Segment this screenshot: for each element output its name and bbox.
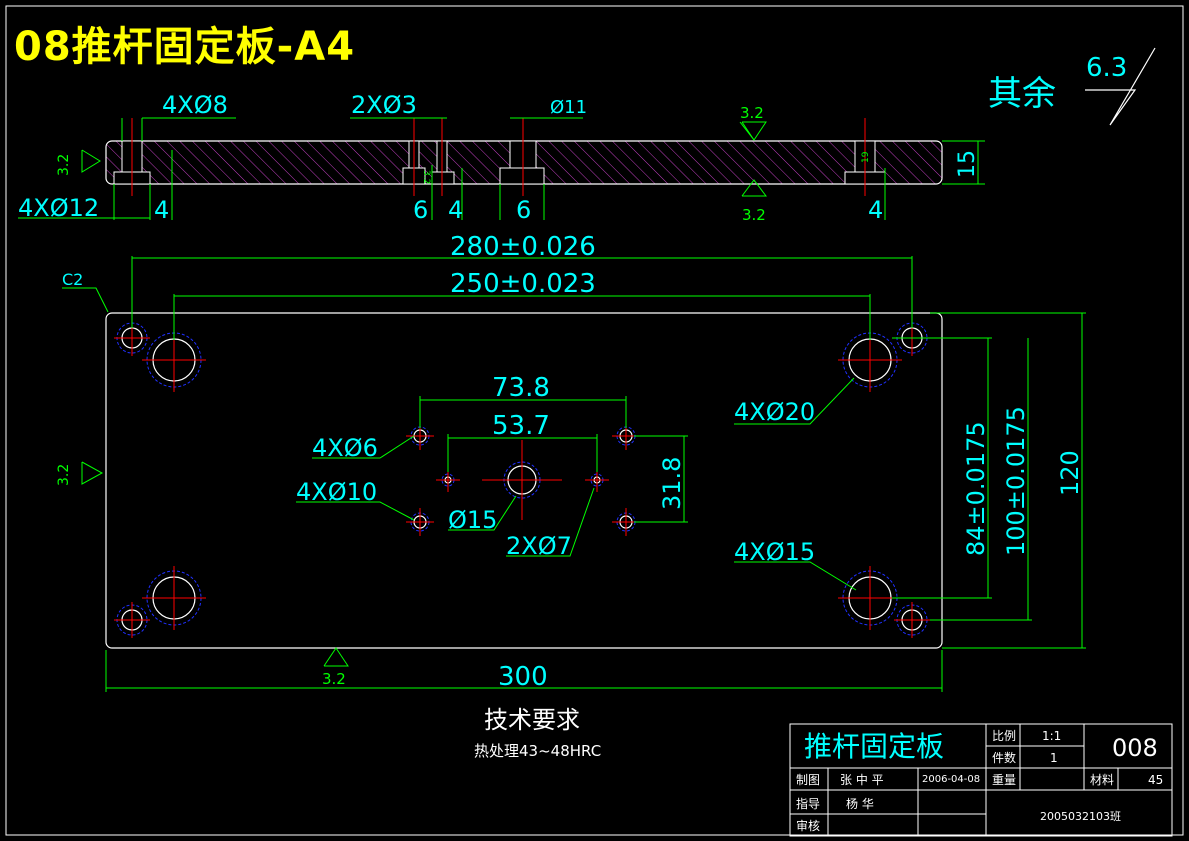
dim-300: 300	[498, 662, 548, 692]
tech-req-line1: 热处理43~48HRC	[474, 742, 601, 760]
dim-3-2-small: 3.2	[421, 170, 431, 184]
dim-4x-d12: 4XØ12	[18, 194, 99, 222]
label-4x-d10: 4XØ10	[296, 478, 377, 506]
tb-scale-value: 1:1	[1042, 729, 1061, 743]
tb-qty-label: 件数	[992, 750, 1016, 765]
dim-2x-d3: 2XØ3	[351, 91, 417, 119]
tb-drawn-name: 张 中 平	[840, 772, 884, 787]
tb-review-label: 审核	[796, 818, 820, 833]
dim-6-a: 6	[413, 196, 428, 224]
tb-material-value: 45	[1148, 773, 1163, 787]
label-d15: Ø15	[448, 506, 497, 534]
roughness-other-value: 6.3	[1086, 53, 1127, 83]
tb-class-id: 2005032103班	[1040, 810, 1121, 823]
tb-drawing-no: 008	[1112, 734, 1158, 762]
tb-scale-label: 比例	[992, 729, 1016, 743]
tech-req-heading: 技术要求	[484, 706, 580, 734]
dim-4-left: 4	[154, 196, 169, 224]
dim-250: 250±0.023	[450, 269, 596, 299]
dim-73-8: 73.8	[492, 373, 550, 403]
plate-outline	[105, 312, 943, 649]
tb-drawn-date: 2006-04-08	[922, 774, 980, 785]
title-block-text: 推杆固定板 比例 1:1 件数 1 008 制图 张 中 平 2006-04-0…	[796, 729, 1163, 833]
side-view: 3.2 3.2 3.2 4XØ8 2XØ3 Ø11 4XØ12 4 6 4 6 …	[18, 91, 985, 224]
dim-19: 19	[861, 151, 871, 163]
chamfer-c2: C2	[62, 270, 83, 289]
plan-roughness-bottom: 3.2	[322, 670, 346, 688]
side-roughness-left: 3.2	[56, 154, 72, 176]
side-roughness-top: 3.2	[740, 104, 764, 122]
dim-15: 15	[955, 150, 980, 178]
dim-d11: Ø11	[550, 97, 587, 118]
label-4x-d6: 4XØ6	[312, 434, 378, 462]
label-4x-d15: 4XØ15	[734, 538, 815, 566]
tb-drawn-label: 制图	[796, 773, 820, 787]
tb-guide-name: 杨 华	[846, 796, 874, 811]
label-4x-d20: 4XØ20	[734, 398, 815, 426]
roughness-other-symbol: 其余 6.3	[988, 47, 1156, 126]
dim-120: 120	[1056, 450, 1084, 496]
dim-84: 84±0.0175	[962, 421, 990, 556]
sheet-border	[5, 5, 1184, 836]
plan-roughness-left: 3.2	[56, 464, 72, 486]
drawing-title: 08推杆固定板-A4	[14, 24, 356, 70]
dim-100: 100±0.0175	[1002, 406, 1030, 556]
tb-guide-label: 指导	[796, 796, 820, 811]
tb-material-label: 材料	[1090, 773, 1114, 787]
side-roughness-bottom: 3.2	[742, 206, 766, 224]
tb-qty-value: 1	[1050, 751, 1058, 765]
dim-31-8: 31.8	[658, 457, 686, 510]
dim-4-mid: 4	[448, 196, 463, 224]
dim-4x-d8: 4XØ8	[162, 91, 228, 119]
label-2x-d7: 2XØ7	[506, 532, 572, 560]
roughness-other-label: 其余	[988, 74, 1056, 114]
tb-weight-label: 重量	[992, 773, 1016, 787]
dim-280: 280±0.026	[450, 232, 596, 262]
title-block	[789, 723, 1173, 837]
tb-part-name: 推杆固定板	[804, 730, 944, 763]
dim-53-7: 53.7	[492, 411, 550, 441]
dim-4-right: 4	[868, 196, 883, 224]
dim-6-b: 6	[516, 196, 531, 224]
plan-view: C2 280±0.026 250±0.023 300 73.8 53.7 31.…	[56, 232, 1086, 692]
